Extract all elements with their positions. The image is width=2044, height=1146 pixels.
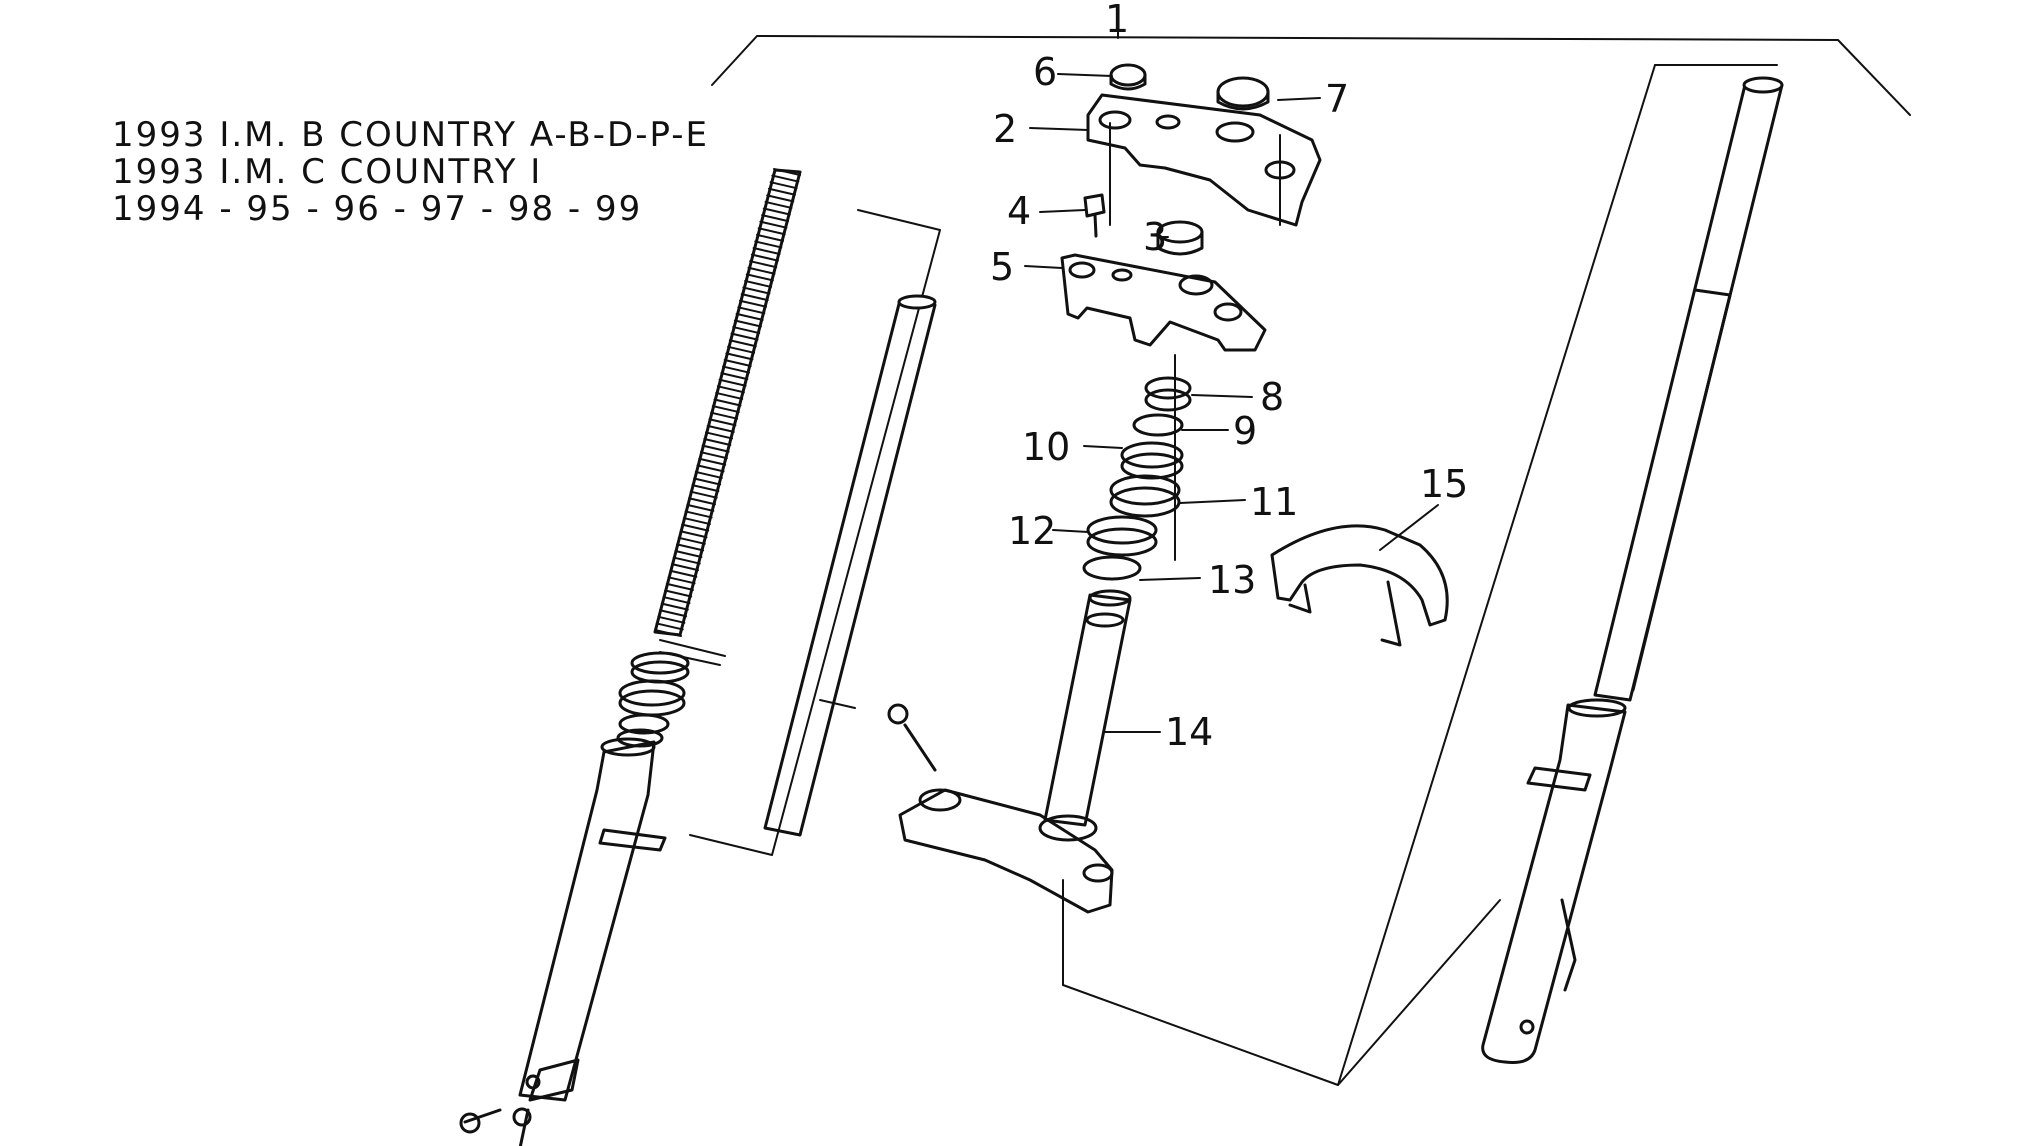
callout-6: 6 xyxy=(1033,50,1057,94)
callout-5: 5 xyxy=(990,245,1014,289)
callout-15: 15 xyxy=(1420,462,1468,506)
callout-3: 3 xyxy=(1143,215,1167,259)
model-note-line-3: 1994 - 95 - 96 - 97 - 98 - 99 xyxy=(112,189,643,229)
lower-triple-clamp-stem xyxy=(887,589,1132,914)
callout-4: 4 xyxy=(1007,189,1031,233)
cap-7 xyxy=(1216,76,1270,111)
fork-leg-right xyxy=(1481,76,1784,1064)
callout-13: 13 xyxy=(1208,558,1256,602)
callout-2: 2 xyxy=(993,107,1017,151)
fork-seal-stack-left xyxy=(616,651,690,748)
bushing-3 xyxy=(1156,220,1204,256)
leader-lines xyxy=(1024,73,1439,733)
callout-10: 10 xyxy=(1022,425,1070,469)
cap-6 xyxy=(1109,63,1147,91)
callout-14: 14 xyxy=(1165,710,1213,754)
fork-slider-left xyxy=(459,737,667,1146)
callout-7: 7 xyxy=(1325,77,1349,121)
callout-8: 8 xyxy=(1260,375,1284,419)
headlight-cover-15 xyxy=(1270,524,1449,647)
steering-bearing-stack xyxy=(1082,354,1192,581)
assembly-outline-right xyxy=(1062,64,1778,1086)
fork-inner-tube-left xyxy=(763,294,937,837)
assembly-bracket xyxy=(711,21,1911,116)
bolt-4 xyxy=(1083,193,1106,238)
model-note-line-2: 1993 I.M. C COUNTRY I xyxy=(112,152,543,192)
callout-11: 11 xyxy=(1250,480,1298,524)
plate-5 xyxy=(1060,253,1267,352)
callout-9: 9 xyxy=(1233,409,1257,453)
callout-12: 12 xyxy=(1008,509,1056,553)
model-note-line-1: 1993 I.M. B COUNTRY A-B-D-P-E xyxy=(112,115,709,155)
fork-spring-left xyxy=(653,168,802,657)
callout-labels: 1 2 3 4 5 6 7 8 9 10 11 12 13 14 15 xyxy=(990,0,1468,754)
callout-1: 1 xyxy=(1105,0,1129,41)
upper-triple-clamp xyxy=(1086,93,1322,227)
